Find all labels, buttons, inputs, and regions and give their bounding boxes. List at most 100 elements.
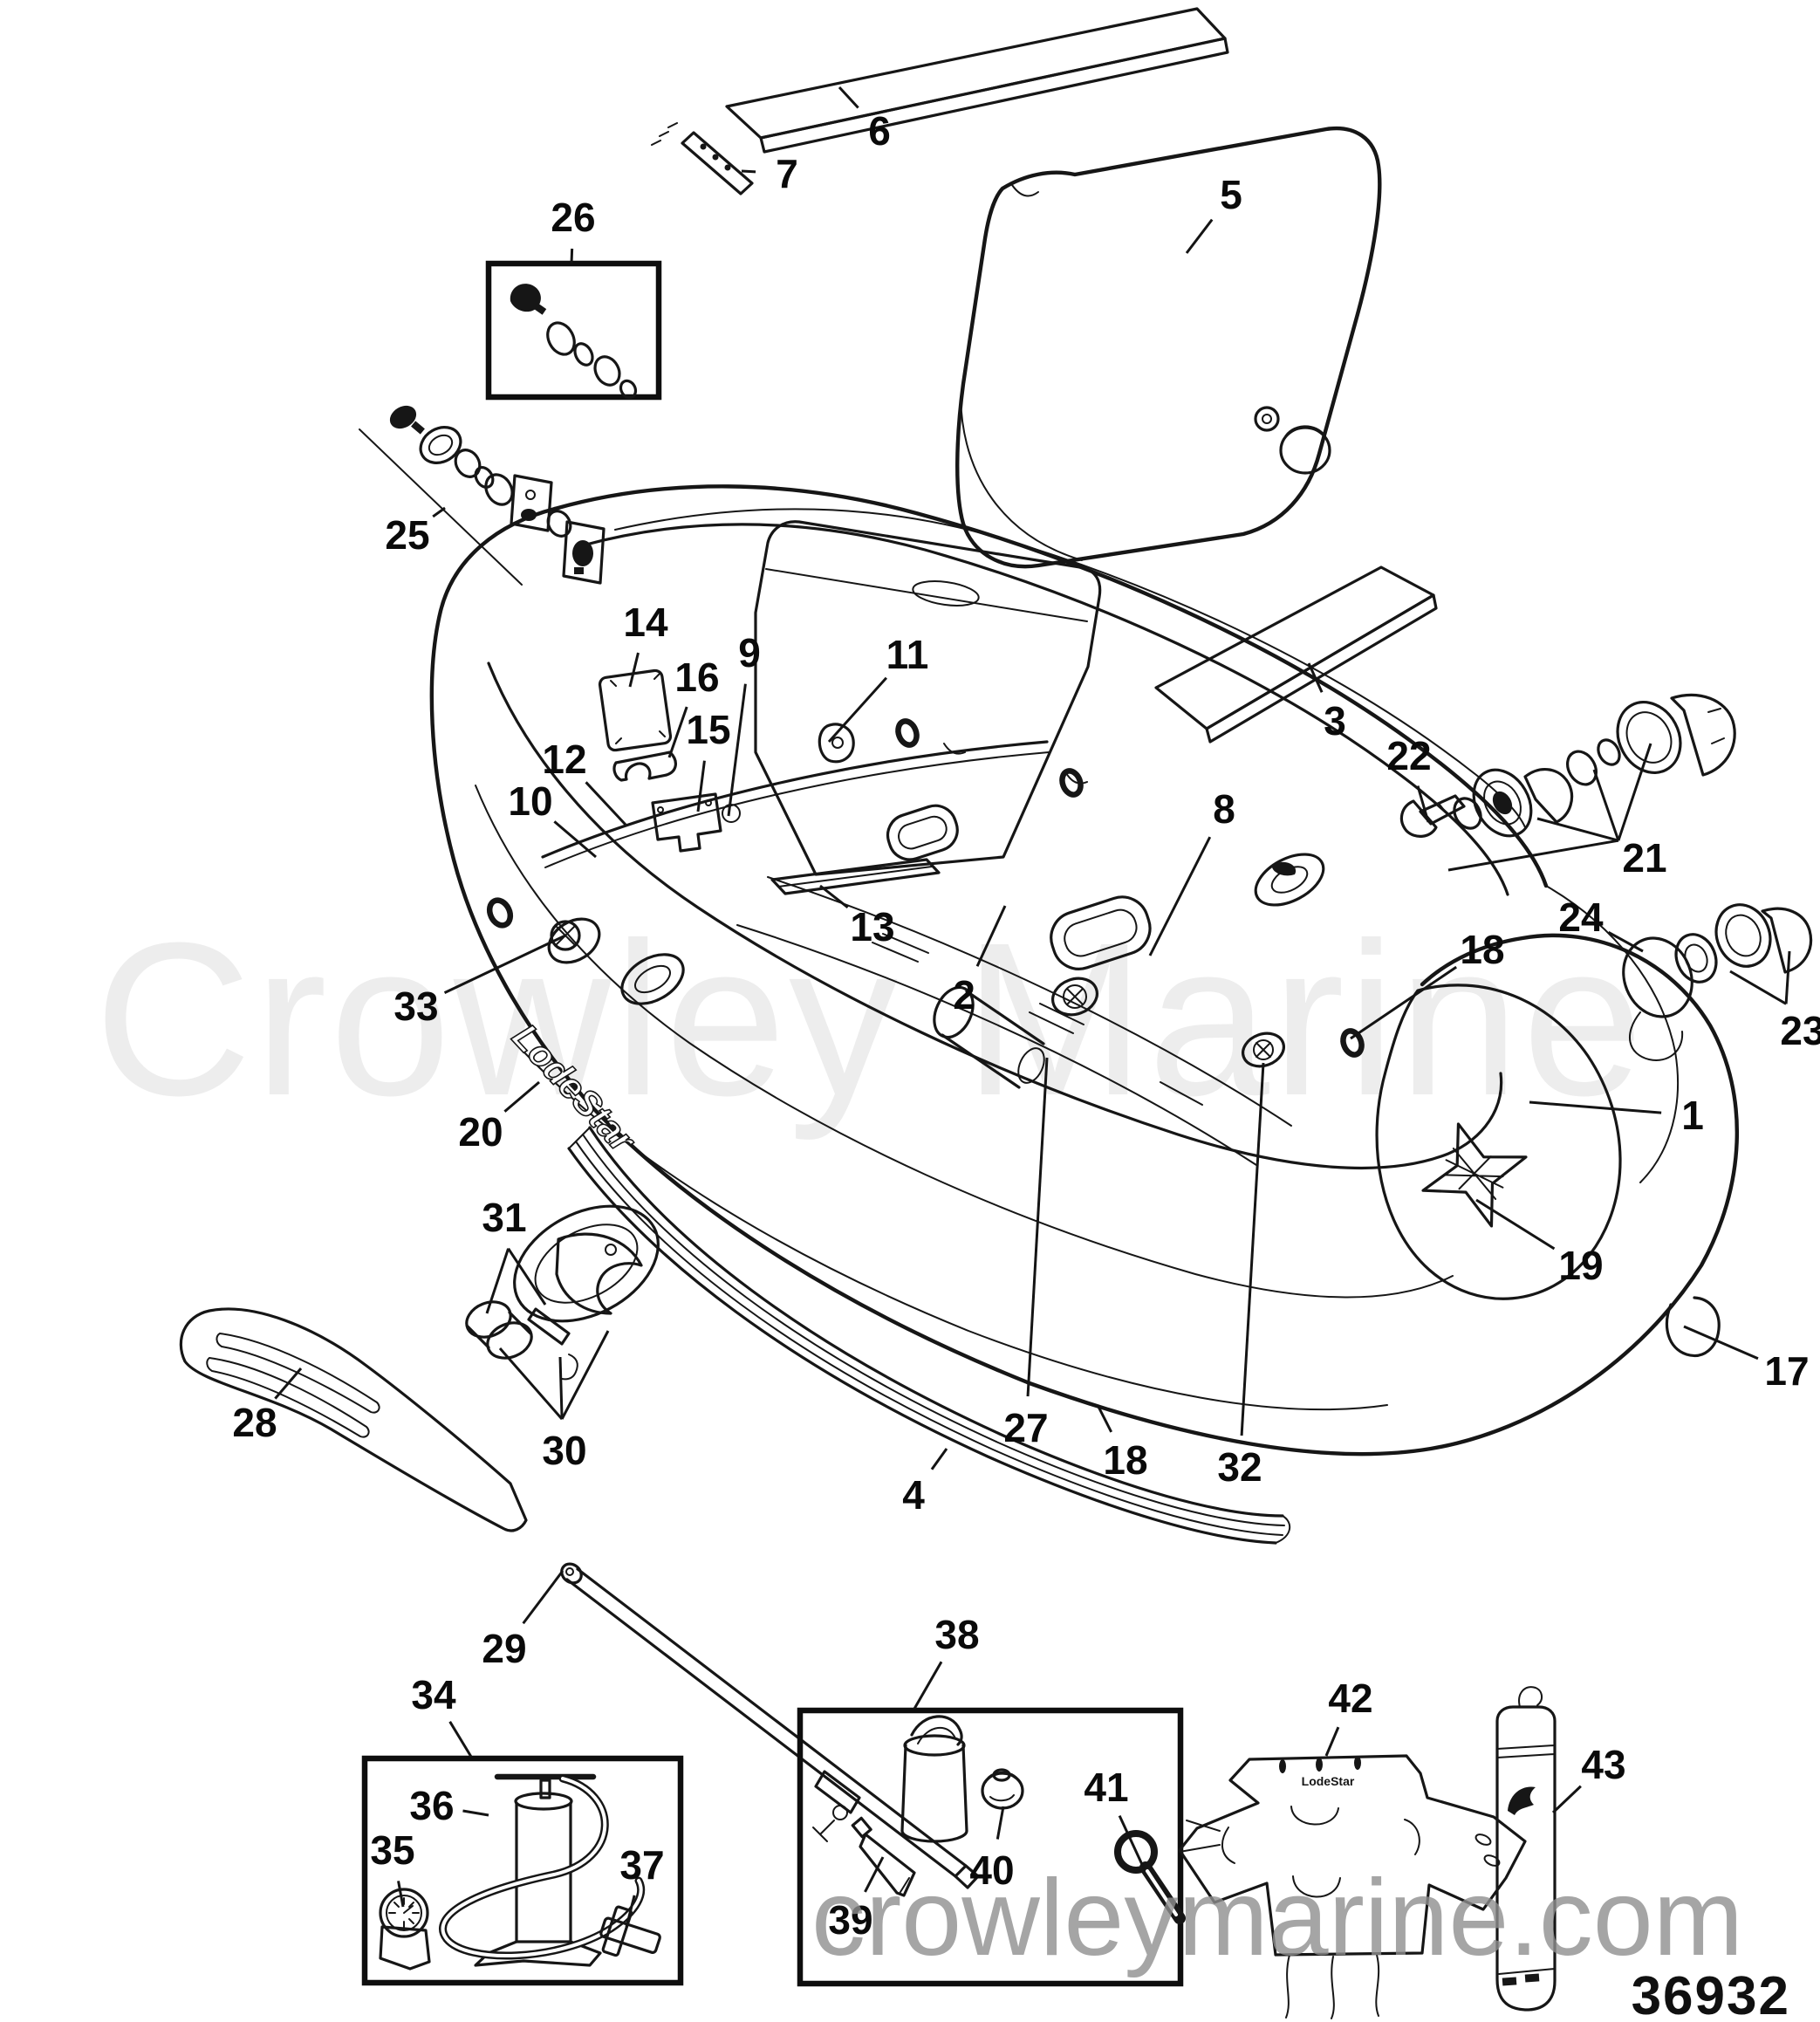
- part-transom-bracket-16: [612, 751, 677, 782]
- callout-label-32: 32: [1217, 1444, 1262, 1490]
- part-valve-cap-23-24: [1622, 903, 1813, 1061]
- callout-label-21: 21: [1622, 835, 1666, 881]
- part-joiner-strip-7: [651, 122, 754, 195]
- callout-label-30: 30: [542, 1428, 586, 1473]
- callout-13-12: 13: [819, 884, 895, 949]
- callout-label-4: 4: [902, 1472, 925, 1518]
- callout-label-43: 43: [1581, 1742, 1625, 1787]
- leader-line-8: [1148, 836, 1212, 956]
- part-floor-panel-5: [955, 126, 1382, 569]
- bag-logo-text: LodeStar: [1302, 1774, 1355, 1788]
- leader-line-3: [1307, 662, 1324, 693]
- callout-label-42: 42: [1328, 1676, 1372, 1721]
- callout-20-20: 20: [458, 1080, 540, 1155]
- leader-line-40: [996, 1806, 1005, 1840]
- leader-line-11: [827, 676, 888, 744]
- callout-9-8: 9: [727, 630, 761, 817]
- callout-28-28: 28: [232, 1367, 303, 1445]
- callout-label-34: 34: [411, 1672, 456, 1717]
- callout-17-16: 17: [1683, 1325, 1810, 1394]
- callout-36-36: 36: [409, 1783, 489, 1828]
- callout-label-2: 2: [953, 972, 975, 1018]
- leader-line-25: [432, 506, 446, 518]
- part-batten-43: [1495, 1686, 1557, 2012]
- part-pump-kit-34: [361, 1755, 684, 1986]
- callout-15-14: 15: [686, 707, 731, 812]
- callout-label-39: 39: [828, 1897, 872, 1943]
- callout-label-29: 29: [482, 1626, 526, 1671]
- callout-14-13: 14: [623, 600, 668, 688]
- callout-label-13: 13: [850, 904, 894, 949]
- leader-line-34: [448, 1721, 473, 1758]
- callout-label-3: 3: [1324, 698, 1346, 744]
- callout-label-12: 12: [542, 737, 586, 782]
- leader-line-35: [397, 1881, 405, 1908]
- callout-label-14: 14: [623, 600, 668, 645]
- callout-40-40: 40: [969, 1806, 1015, 1893]
- part-floor-2: [736, 876, 1292, 1166]
- leader-line-14: [628, 652, 640, 688]
- callout-label-10: 10: [508, 778, 552, 824]
- leader-line-19: [1475, 1198, 1556, 1251]
- callout-21-21: 21: [1447, 743, 1667, 881]
- callout-18-17: 18: [1350, 927, 1505, 1040]
- callout-label-40: 40: [969, 1847, 1014, 1893]
- leader-line-32: [1240, 1062, 1265, 1436]
- watermark-bottom: crowleymarine.com: [811, 1858, 1743, 1978]
- leader-line-30: [498, 1347, 564, 1421]
- callout-label-26: 26: [551, 195, 595, 240]
- callout-3-2: 3: [1307, 662, 1346, 744]
- callout-41-41: 41: [1084, 1765, 1146, 1871]
- callout-43-43: 43: [1551, 1742, 1626, 1814]
- leader-line-36: [462, 1809, 489, 1817]
- leader-line-20: [503, 1080, 540, 1113]
- callout-7-6: 7: [741, 151, 798, 196]
- callout-label-16: 16: [674, 655, 719, 700]
- leader-line-26: [570, 248, 574, 264]
- leader-line-38: [913, 1661, 943, 1710]
- callout-label-18: 18: [1460, 927, 1504, 972]
- part-floorboard-slat-3: [1154, 565, 1438, 744]
- callout-label-25: 25: [385, 512, 429, 558]
- leader-line-39: [864, 1856, 885, 1893]
- leader-line-6: [838, 86, 859, 109]
- callout-24-24: 24: [1558, 894, 1644, 953]
- leader-line-28: [274, 1367, 303, 1400]
- callout-6-5: 6: [838, 86, 891, 154]
- callout-label-41: 41: [1084, 1765, 1128, 1810]
- callout-27-27: 27: [1003, 1057, 1049, 1450]
- leader-line-15: [696, 760, 706, 812]
- callout-2-1: 2: [953, 905, 1007, 1018]
- callout-label-33: 33: [393, 984, 438, 1029]
- callout-26-26: 26: [551, 195, 596, 264]
- callout-label-5: 5: [1220, 172, 1242, 217]
- callout-22-22: 22: [1386, 733, 1432, 823]
- part-floorboard-slat-6: [725, 7, 1229, 154]
- part-oar-blade-28: [179, 1307, 528, 1532]
- callout-29-29: 29: [482, 1570, 564, 1671]
- callout-label-19: 19: [1558, 1243, 1603, 1288]
- callout-label-23: 23: [1780, 1008, 1820, 1053]
- callout-23-23: 23: [1729, 950, 1820, 1053]
- callout-label-22: 22: [1386, 733, 1431, 778]
- callout-16-15: 16: [667, 655, 720, 758]
- callout-label-20: 20: [458, 1109, 503, 1155]
- drawing-number: 36932: [1632, 1966, 1790, 2022]
- leader-line-18: [1350, 965, 1458, 1040]
- callout-label-27: 27: [1003, 1405, 1048, 1450]
- watermark-center: Crowley Marine: [94, 897, 1646, 1141]
- callout-label-38: 38: [934, 1612, 979, 1657]
- callout-8-7: 8: [1148, 786, 1235, 956]
- leader-line-21: [1617, 743, 1652, 841]
- leader-line-37: [625, 1895, 636, 1928]
- callout-31-31: 31: [482, 1195, 547, 1314]
- leader-line-5: [1185, 218, 1214, 254]
- leader-line-30: [558, 1356, 564, 1420]
- leader-line-27: [1026, 1057, 1049, 1397]
- leader-line-2: [975, 905, 1007, 967]
- leader-line-13: [819, 884, 849, 908]
- leader-line-41: [1118, 1815, 1146, 1871]
- leader-line-10: [553, 820, 597, 859]
- callout-5-4: 5: [1185, 172, 1242, 254]
- leader-line-21: [1592, 769, 1620, 841]
